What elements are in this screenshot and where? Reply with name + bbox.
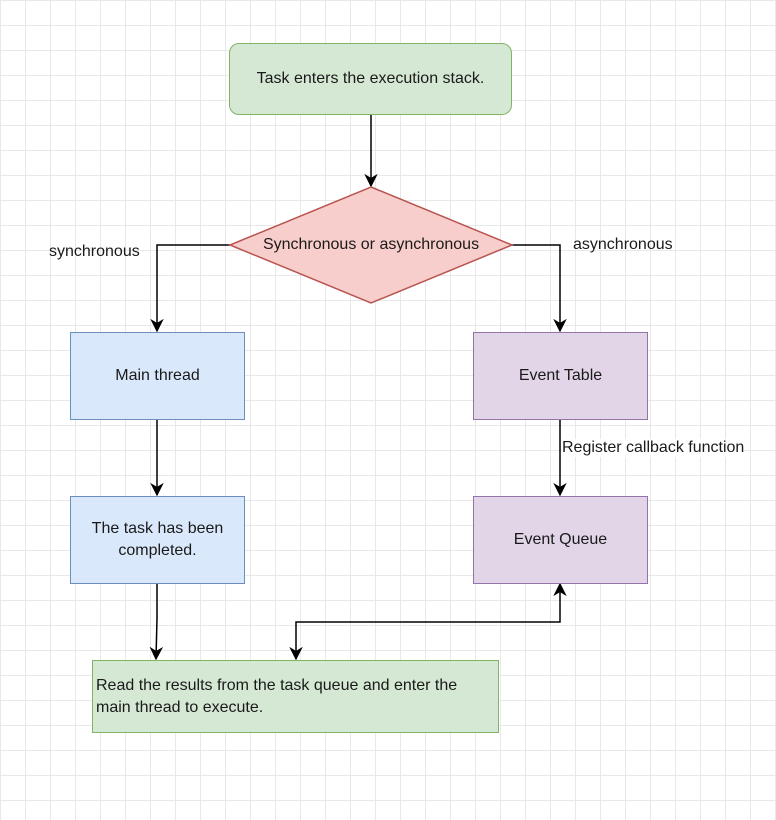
start-node: Task enters the execution stack. (229, 43, 512, 115)
event-table-node: Event Table (473, 332, 648, 420)
synchronous-label: synchronous (49, 243, 140, 260)
main-thread-node: Main thread (70, 332, 245, 420)
edge-completed-to-read-results (149, 583, 164, 661)
decision-label: Synchronous or asynchronous (262, 236, 480, 253)
read-results-node: Read the results from the task queue and… (92, 660, 499, 733)
task-completed-node: The task has been completed. (70, 496, 245, 584)
edge-event-queue-read-results (289, 582, 567, 661)
edge-decision-to-main-thread (150, 244, 230, 333)
asynchronous-label: asynchronous (573, 236, 673, 253)
register-callback-label: Register callback function (562, 439, 745, 457)
event-queue-node: Event Queue (473, 496, 648, 584)
decision-diamond (228, 186, 514, 304)
edge-decision-to-event-table (512, 244, 567, 333)
